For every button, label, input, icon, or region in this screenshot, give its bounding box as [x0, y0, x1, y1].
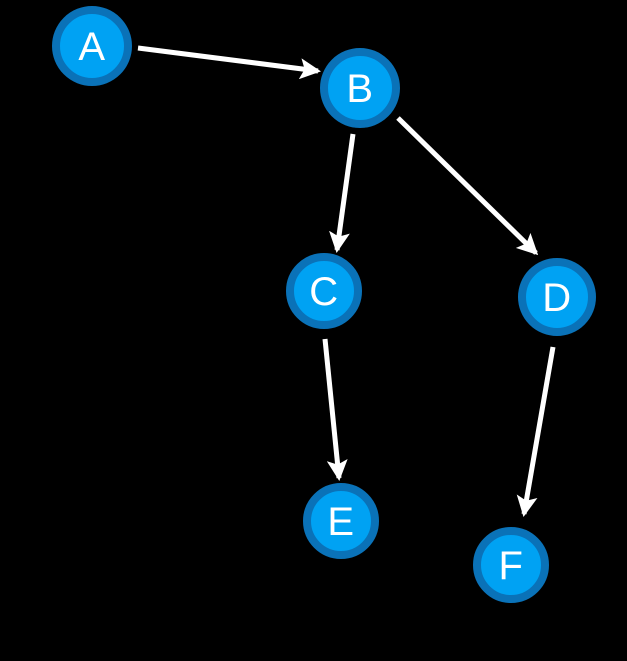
- nodes-layer: A B C D E F: [52, 6, 596, 603]
- node-label-b: B: [346, 67, 373, 111]
- node-label-d: D: [542, 276, 571, 320]
- graph-node-e[interactable]: E: [303, 483, 379, 559]
- node-circle-d[interactable]: [518, 258, 596, 336]
- node-circle-f[interactable]: [473, 527, 549, 603]
- graph-edge-a-b[interactable]: [137, 45, 321, 80]
- graph-edge-c-e[interactable]: [322, 338, 348, 481]
- node-label-f: F: [499, 544, 524, 588]
- node-circle-e[interactable]: [303, 483, 379, 559]
- graph-node-d[interactable]: D: [518, 258, 596, 336]
- graph-edge-b-c[interactable]: [329, 133, 356, 253]
- node-label-c: C: [309, 270, 338, 314]
- edges-layer: [137, 45, 556, 517]
- node-circle-c[interactable]: [286, 253, 362, 329]
- node-label-e: E: [327, 500, 354, 544]
- node-label-a: A: [78, 25, 105, 69]
- graph-node-b[interactable]: B: [320, 48, 400, 128]
- graph-node-f[interactable]: F: [473, 527, 549, 603]
- node-circle-b[interactable]: [320, 48, 400, 128]
- graph-node-a[interactable]: A: [52, 6, 132, 86]
- node-circle-a[interactable]: [52, 6, 132, 86]
- graph-edge-d-f[interactable]: [516, 346, 556, 517]
- graph-node-c[interactable]: C: [286, 253, 362, 329]
- graph-edge-b-d[interactable]: [396, 116, 539, 256]
